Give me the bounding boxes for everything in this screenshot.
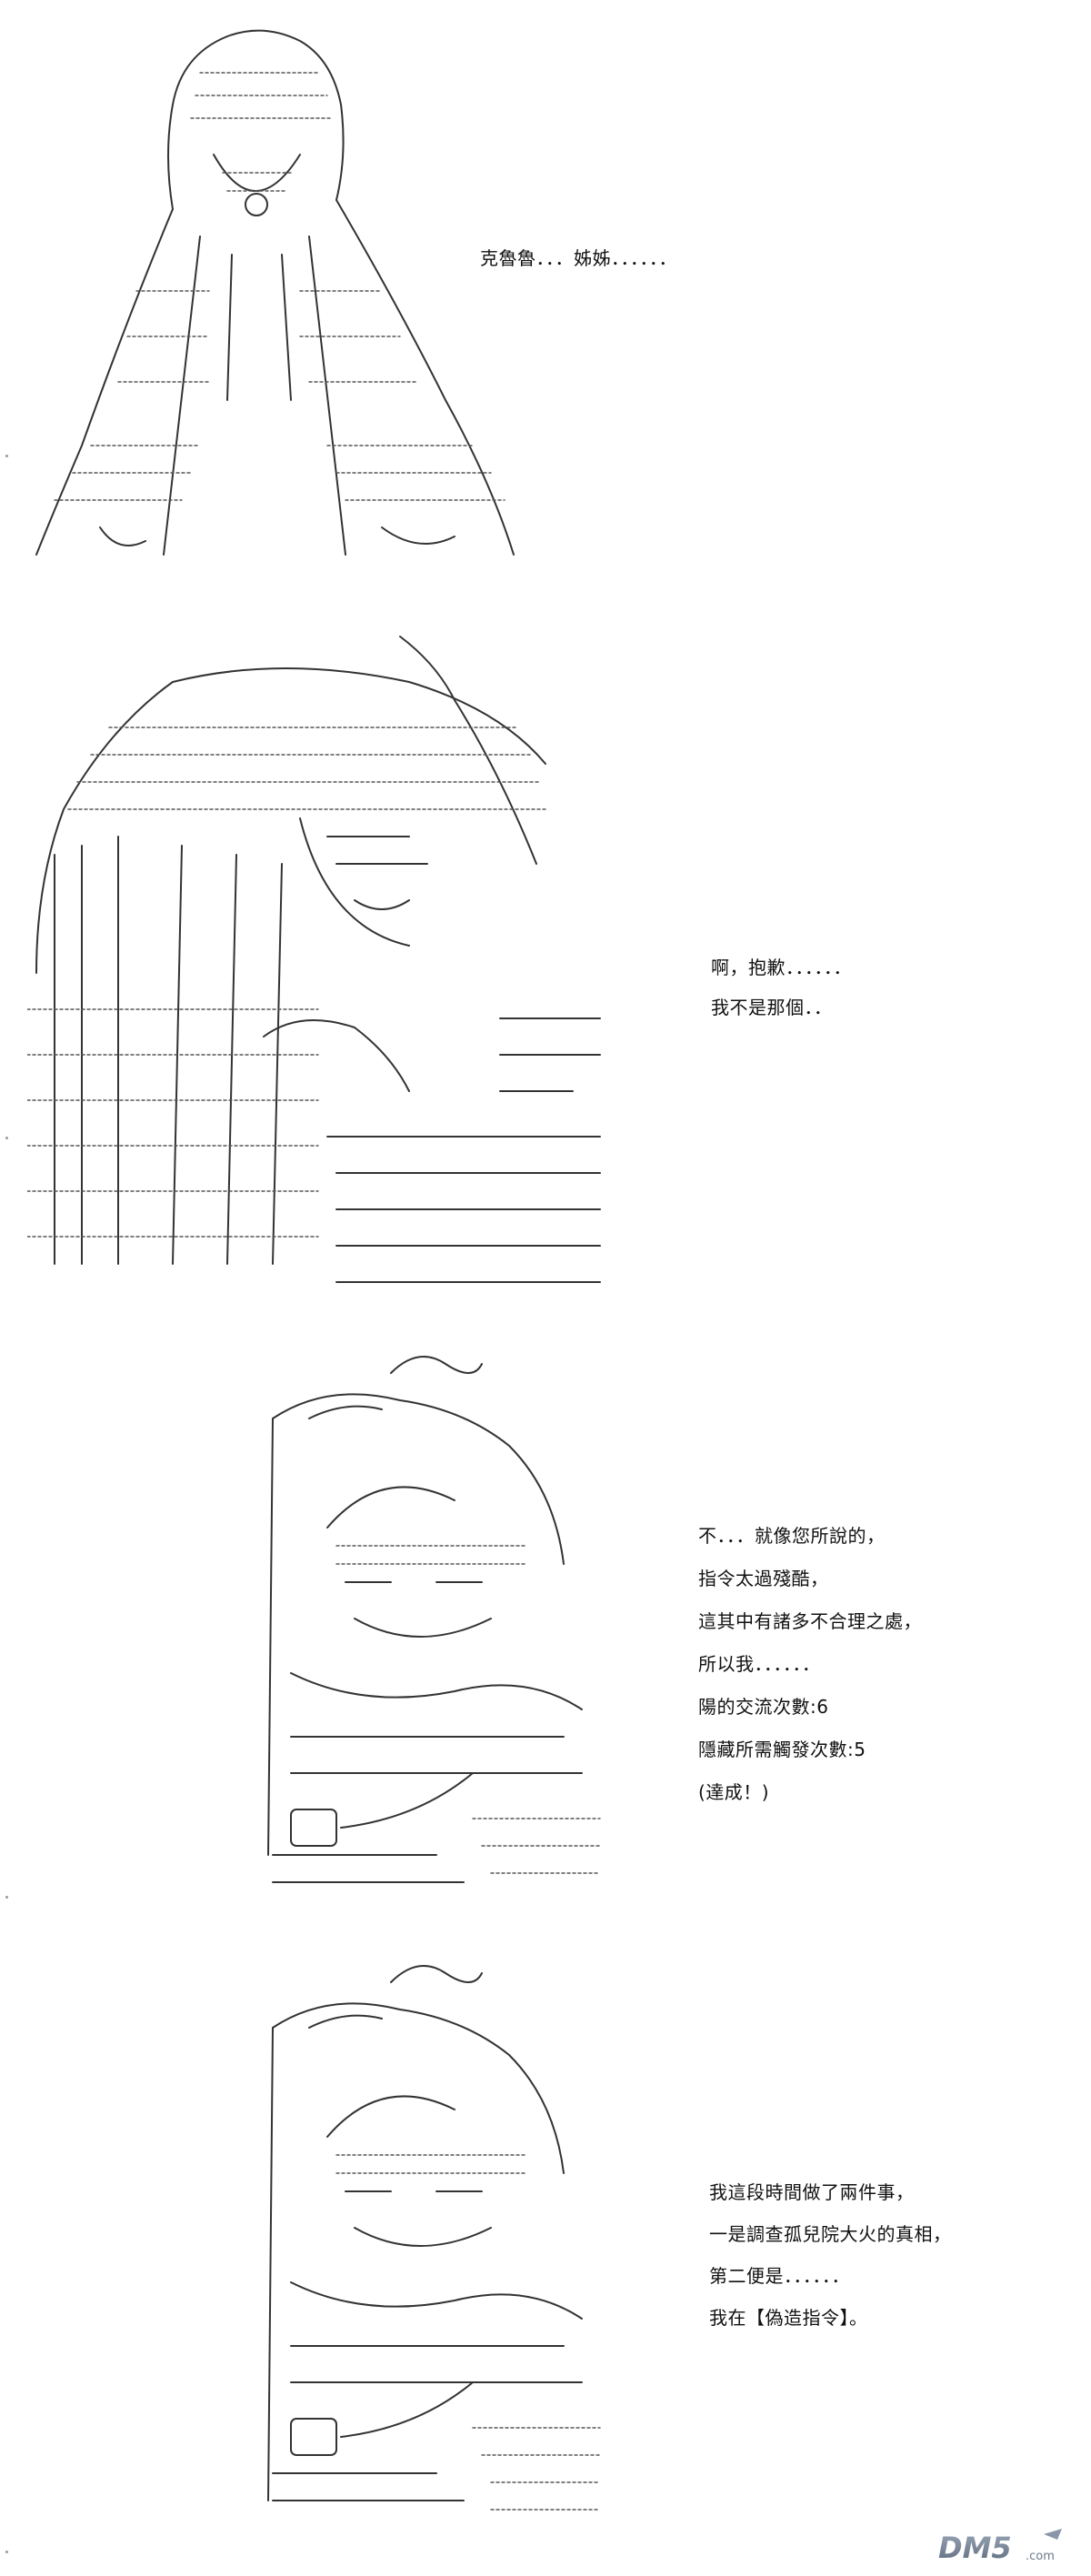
panel-4: 我這段時間做了兩件事， 一是調查孤兒院大火的真相， 第二便是．．．．．． 我在【… bbox=[0, 1955, 1091, 2555]
dialogue-line: 所以我．．．．．． bbox=[698, 1653, 821, 1675]
dialogue-line: 我不是那個．． bbox=[711, 997, 833, 1018]
margin-dot bbox=[5, 455, 8, 457]
svg-text:.com: .com bbox=[1026, 2550, 1055, 2563]
panel-1: 克魯魯．．．姊姊．．．．．． bbox=[0, 0, 1091, 582]
stat-line: 陽的交流次數:6 bbox=[698, 1696, 829, 1718]
stat-line: 隱藏所需觸發次數:5 bbox=[698, 1739, 866, 1760]
dialogue-line: 第二便是．．．．．． bbox=[709, 2265, 850, 2287]
ascii-art-figure-long-hair bbox=[35, 29, 515, 556]
ascii-art-figure-ponytail-repeat bbox=[267, 1965, 601, 2511]
achievement-line: (達成！) bbox=[698, 1781, 770, 1803]
dialogue-box-2: 啊，抱歉．．．．．． 我不是那個．． bbox=[711, 947, 852, 1027]
margin-dot bbox=[5, 2551, 8, 2553]
dialogue-line: 我在【偽造指令】。 bbox=[709, 2307, 868, 2329]
dialogue-line: 我這段時間做了兩件事， bbox=[709, 2181, 915, 2203]
ascii-art-figure-bowing bbox=[27, 636, 601, 1283]
ascii-art-figure-ponytail bbox=[267, 1356, 601, 1883]
site-watermark: DM5 .com bbox=[935, 2527, 1071, 2571]
panel-2: 啊，抱歉．．．．．． 我不是那個．． bbox=[0, 627, 1091, 1318]
dialogue-line: 克魯魯．．．姊姊．．．．．． bbox=[480, 247, 677, 269]
dialogue-line: 不．．．就像您所說的， bbox=[698, 1525, 886, 1547]
dialogue-line: 指令太過殘酷， bbox=[698, 1568, 829, 1589]
dialogue-line: 一是調查孤兒院大火的真相， bbox=[709, 2223, 952, 2245]
watermark-logo-icon: DM5 .com bbox=[937, 2529, 1062, 2566]
margin-dot bbox=[5, 1137, 8, 1139]
dialogue-line: 這其中有諸多不合理之處， bbox=[698, 1610, 922, 1632]
dialogue-box-4: 我這段時間做了兩件事， 一是調查孤兒院大火的真相， 第二便是．．．．．． 我在【… bbox=[709, 2171, 952, 2339]
dialogue-box-3: 不．．．就像您所說的， 指令太過殘酷， 這其中有諸多不合理之處， 所以我．．．．… bbox=[698, 1515, 922, 1814]
dialogue-box-1: 克魯魯．．．姊姊．．．．．． bbox=[480, 244, 677, 270]
margin-dot bbox=[5, 1896, 8, 1899]
panel-3: 不．．．就像您所說的， 指令太過殘酷， 這其中有諸多不合理之處， 所以我．．．．… bbox=[0, 1346, 1091, 1909]
svg-text:DM5: DM5 bbox=[938, 2531, 1012, 2565]
dialogue-line: 啊，抱歉．．．．．． bbox=[711, 957, 852, 978]
